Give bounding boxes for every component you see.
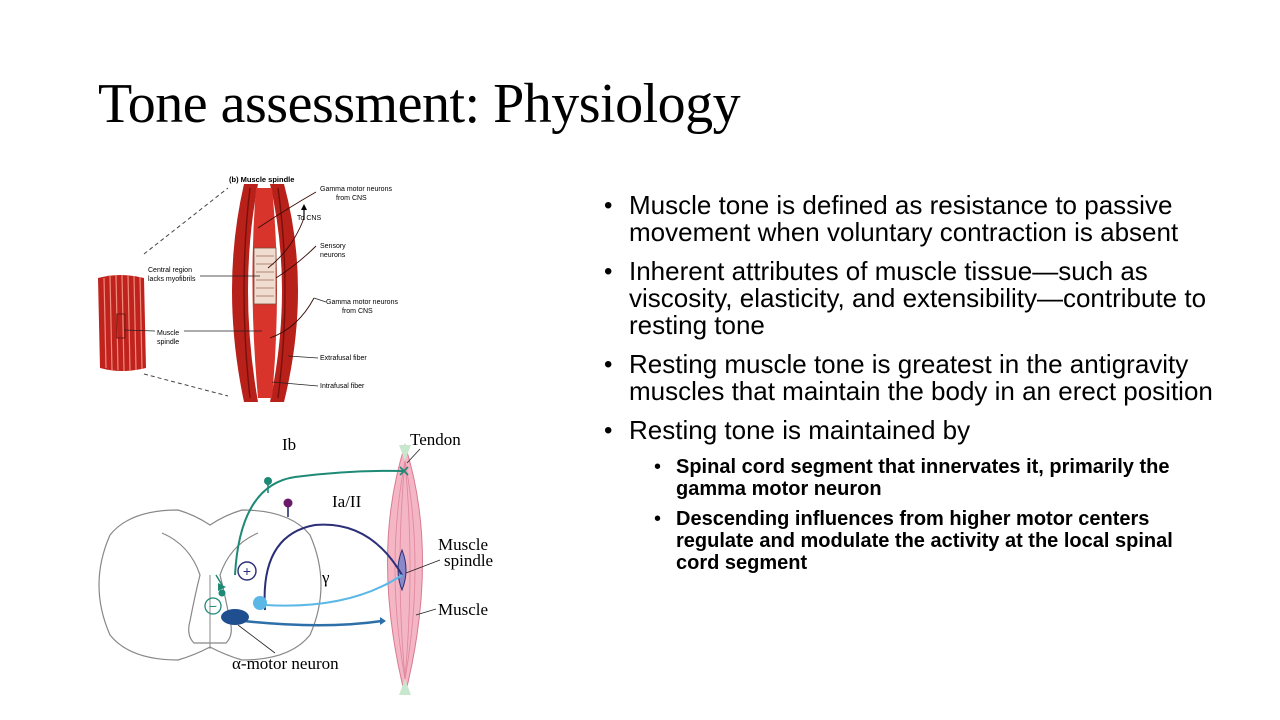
- label-muscle: Muscle: [438, 600, 488, 619]
- spinal-cord-outline: [98, 509, 322, 661]
- minus-sign: −: [209, 598, 217, 614]
- bullet-dot: •: [654, 508, 662, 530]
- plus-sign: +: [243, 563, 251, 579]
- label-to-cns: To CNS: [297, 215, 321, 222]
- bullet-item: • Resting tone is maintained by: [604, 415, 1244, 445]
- label-muscle-spindle-2: spindle: [157, 339, 179, 346]
- label-extrafusal: Extrafusal fiber: [320, 355, 367, 362]
- spindle-panel-label: (b) Muscle spindle: [229, 175, 294, 184]
- muscle-spindle-figure: (b) Muscle spindle Gamma motor neurons f…: [98, 175, 398, 402]
- label-sensory-2: neurons: [320, 252, 346, 259]
- sub-bullet-item: • Spinal cord segment that innervates it,…: [654, 456, 1196, 500]
- bullet-text: Resting muscle tone is greatest in the a…: [629, 349, 1213, 406]
- bullet-dot: •: [654, 456, 662, 478]
- sub-bullet-text: Descending influences from higher motor …: [676, 508, 1173, 574]
- sub-bullet-item: • Descending influences from higher motor…: [654, 508, 1196, 574]
- bullet-item: • Resting muscle tone is greatest in the …: [604, 351, 1244, 405]
- label-intrafusal: Intrafusal fiber: [320, 383, 365, 390]
- label-central-1: Central region: [148, 267, 192, 274]
- label-ia-ii: Ia/II: [332, 492, 362, 511]
- ib-fiber: [234, 469, 404, 576]
- label-tendon: Tendon: [410, 430, 461, 449]
- slide-title: Tone assessment: Physiology: [98, 73, 741, 135]
- bullet-dot: •: [604, 351, 613, 378]
- inhibitory-symbol: [204, 597, 222, 615]
- reflex-circuit-figure: + − Ib Tendon Ia/II Muscle spindle γ Mus…: [98, 430, 493, 696]
- bullet-text: Inherent attributes of muscle tissue—suc…: [629, 256, 1207, 340]
- bullet-text: Muscle tone is defined as resistance to …: [629, 190, 1179, 247]
- label-gamma-top-1: Gamma motor neurons: [320, 186, 392, 193]
- label-muscle-spindle-line1: Muscle: [438, 535, 488, 554]
- bullet-dot: •: [604, 258, 613, 285]
- bullet-dot: •: [604, 417, 613, 444]
- label-sensory-1: Sensory: [320, 243, 346, 250]
- alpha-fiber: [234, 618, 383, 627]
- sub-bullet-text: Spinal cord segment that innervates it, …: [676, 456, 1170, 500]
- label-gamma: γ: [321, 568, 330, 587]
- bullet-list: • Muscle tone is defined as resistance to…: [604, 192, 1244, 582]
- label-gamma-bottom-1: Gamma motor neurons: [326, 299, 398, 306]
- spindle-cross-section: [232, 184, 317, 402]
- excitatory-symbol: [237, 561, 257, 581]
- label-muscle-spindle-1: Muscle: [157, 330, 179, 337]
- gamma-fiber: [264, 574, 403, 607]
- ia-ii-fiber: [263, 523, 403, 611]
- bullet-dot: •: [604, 192, 613, 219]
- label-gamma-bottom-2: from CNS: [342, 308, 373, 315]
- tendon-bottom: [399, 679, 411, 695]
- label-gamma-top-2: from CNS: [336, 195, 367, 202]
- label-muscle-spindle-line2: spindle: [444, 551, 493, 570]
- label-alpha-motor-neuron: α-motor neuron: [232, 654, 339, 673]
- tendon-top: [399, 445, 411, 461]
- muscle-segment-illustration: [98, 274, 146, 372]
- label-central-2: lacks myofibrils: [148, 276, 196, 283]
- label-ib: Ib: [282, 435, 296, 454]
- bullet-item: • Muscle tone is defined as resistance to…: [604, 192, 1244, 246]
- bullet-item: • Inherent attributes of muscle tissue—su…: [604, 258, 1244, 339]
- bullet-text: Resting tone is maintained by: [629, 415, 971, 445]
